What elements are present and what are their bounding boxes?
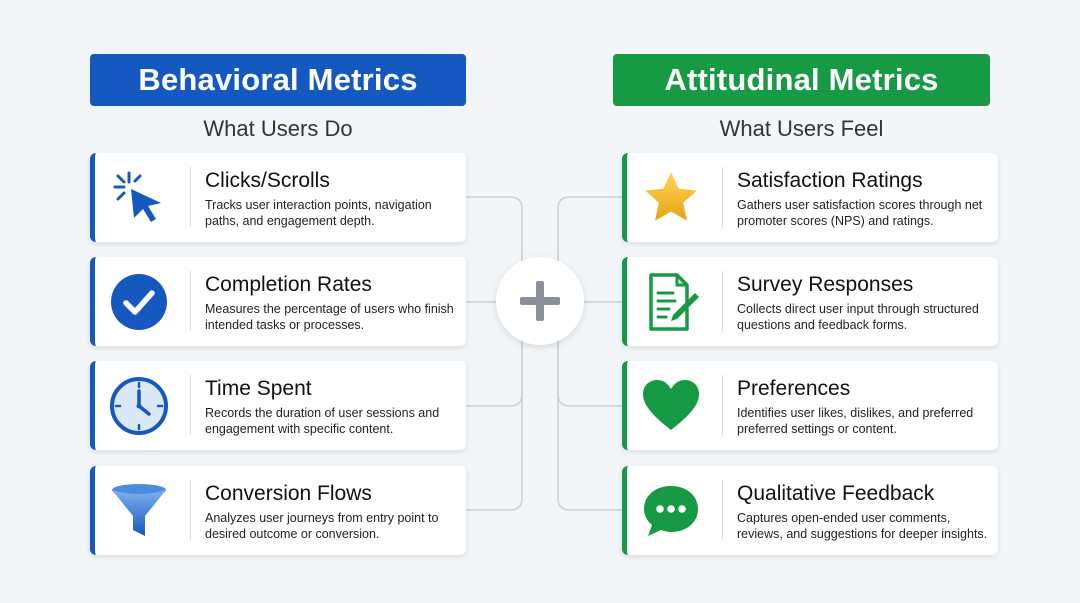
card-satisfaction-ratings: Satisfaction Ratings Gathers user satisf… [622,153,998,242]
card-title: Completion Rates [205,273,372,296]
card-divider [190,480,191,540]
card-title: Conversion Flows [205,482,372,505]
card-divider [722,375,723,435]
funnel-icon [107,480,171,542]
card-survey-responses: Survey Responses Collects direct user in… [622,257,998,346]
card-completion-rates: Completion Rates Measures the percentage… [90,257,466,346]
card-divider [190,271,191,331]
card-description: Captures open-ended user comments, revie… [737,511,988,541]
attitudinal-metrics-header: Attitudinal Metrics [613,54,990,106]
card-title: Clicks/Scrolls [205,169,330,192]
behavioral-subtitle: What Users Do [203,116,353,141]
card-description: Collects direct user input through struc… [737,302,979,332]
heart-icon [639,375,703,437]
attitudinal-subtitle: What Users Feel [719,116,884,141]
card-time-spent: Time Spent Records the duration of user … [90,361,466,450]
card-qualitative-feedback: Qualitative Feedback Captures open-ended… [622,466,998,555]
card-divider [722,480,723,540]
card-divider [722,167,723,227]
checkmark-circle-icon [107,271,171,333]
card-description: Gathers user satisfaction scores through… [737,198,983,228]
card-title: Qualitative Feedback [737,482,935,505]
card-preferences: Preferences Identifies user likes, disli… [622,361,998,450]
plus-connector [496,257,584,345]
card-description: Measures the percentage of users who fin… [205,302,454,332]
star-icon [639,167,703,229]
card-divider [722,271,723,331]
card-divider [190,375,191,435]
card-title: Satisfaction Ratings [737,169,923,192]
card-conversion-flows: Conversion Flows Analyzes user journeys … [90,466,466,555]
survey-document-icon [639,271,703,333]
card-divider [190,167,191,227]
plus-icon [520,281,560,321]
card-title: Survey Responses [737,273,914,296]
card-title: Preferences [737,377,851,400]
card-description: Identifies user likes, dislikes, and pre… [737,406,974,436]
clock-icon [107,375,171,437]
chat-bubble-icon [639,480,703,542]
card-clicks-scrolls: Clicks/Scrolls Tracks user interaction p… [90,153,466,242]
behavioral-metrics-header: Behavioral Metrics [90,54,466,106]
card-description: Records the duration of user sessions an… [205,406,440,436]
card-description: Tracks user interaction points, navigati… [205,198,432,228]
cursor-click-icon [107,167,171,229]
card-description: Analyzes user journeys from entry point … [205,511,439,541]
card-title: Time Spent [205,377,312,400]
